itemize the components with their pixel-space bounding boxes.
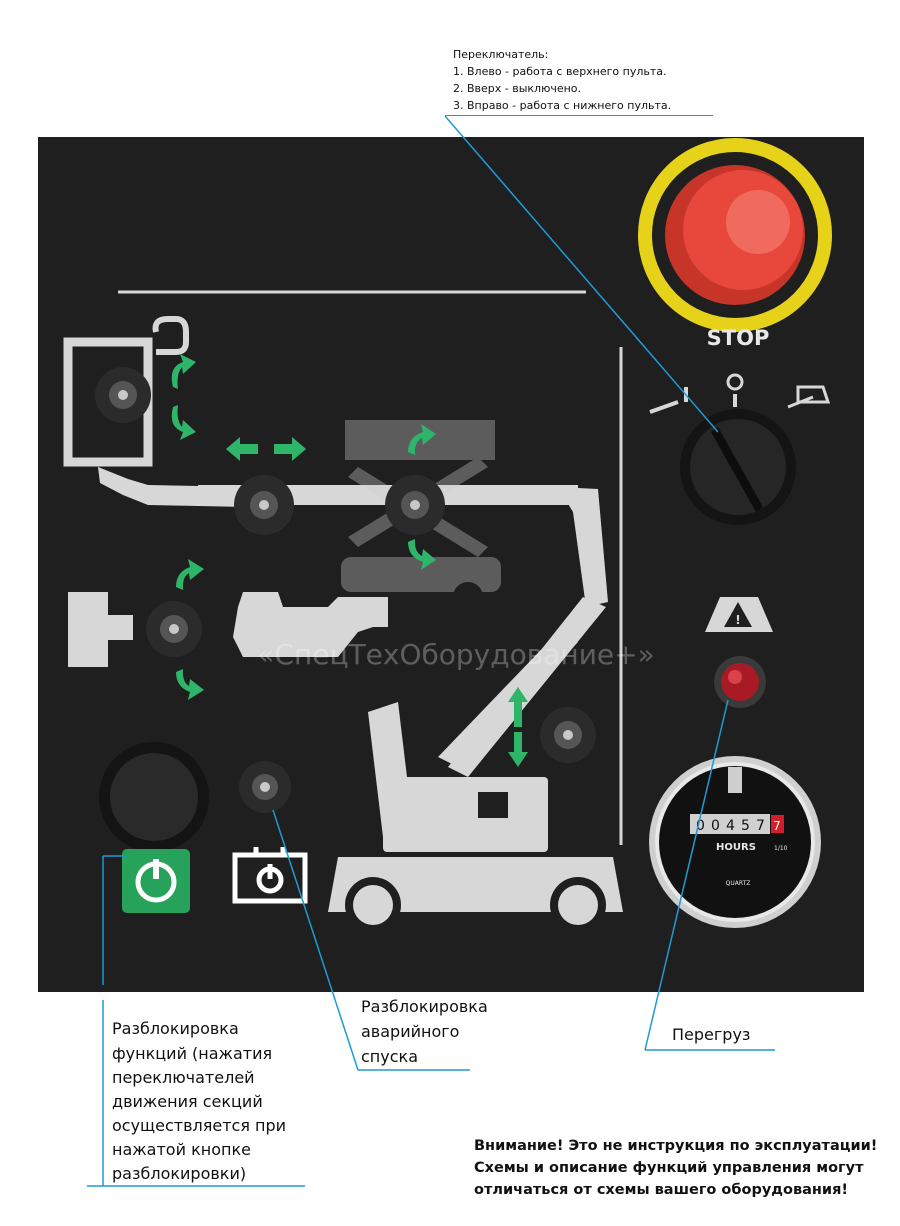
hour-digit-2: 0 bbox=[711, 818, 720, 834]
hour-digit-4: 5 bbox=[741, 818, 750, 834]
function-unlock-line-3: переключателей bbox=[112, 1068, 255, 1087]
disclaimer-line-1: Внимание! Это не инструкция по эксплуата… bbox=[474, 1138, 878, 1154]
hour-digit-tenth: 7 bbox=[773, 819, 781, 833]
switch-note-item-2: 2. Вверх - выключено. bbox=[453, 82, 582, 95]
battery-power-pictogram bbox=[232, 847, 308, 904]
hour-digit-1: 0 bbox=[696, 818, 705, 834]
function-unlock-line-7: разблокировки) bbox=[112, 1164, 247, 1183]
switch-note-title: Переключатель: bbox=[453, 48, 549, 61]
hours-label: HOURS bbox=[716, 842, 756, 853]
quartz-label: QUARTZ bbox=[726, 880, 751, 887]
overload-lamp bbox=[714, 656, 766, 708]
watermark: «СпецТехОборудование+» bbox=[257, 638, 654, 671]
disclaimer-line-2: Схемы и описание функций управления могу… bbox=[474, 1160, 864, 1176]
emergency-descent-line-1: Разблокировка bbox=[361, 997, 488, 1016]
hour-digit-5: 7 bbox=[756, 818, 765, 834]
function-unlock-line-5: осуществляется при bbox=[112, 1116, 287, 1135]
function-unlock-line-6: нажатой кнопке bbox=[112, 1140, 251, 1159]
emergency-descent-line-2: аварийного bbox=[361, 1022, 460, 1041]
boom-diagram bbox=[98, 467, 623, 933]
turntable-diagram bbox=[68, 592, 388, 667]
switch-note-underline bbox=[445, 115, 713, 116]
disclaimer-line-3: отличаться от схемы вашего оборудования! bbox=[474, 1182, 849, 1198]
control-panel: STOP ! bbox=[38, 137, 864, 992]
hour-meter bbox=[649, 756, 821, 928]
direction-arrows bbox=[171, 354, 528, 767]
svg-text:!: ! bbox=[735, 613, 740, 627]
disclaimer: Внимание! Это не инструкция по эксплуата… bbox=[474, 1135, 877, 1201]
function-unlock-line-2: функций (нажатия bbox=[112, 1044, 273, 1063]
panel-graphics: STOP ! bbox=[63, 138, 832, 933]
overload-pictogram: ! bbox=[705, 597, 773, 632]
mode-selector-switch bbox=[649, 373, 831, 525]
switch-note-item-3: 3. Вправо - работа с нижнего пульта. bbox=[453, 99, 672, 112]
function-unlock-line-1: Разблокировка bbox=[112, 1019, 239, 1038]
toggle-switches bbox=[95, 367, 596, 813]
overload-annotation: Перегруз bbox=[672, 1025, 751, 1044]
hour-digit-3: 4 bbox=[726, 818, 735, 834]
function-unlock-line-4: движения секций bbox=[112, 1092, 263, 1111]
stop-label: STOP bbox=[707, 326, 770, 350]
hours-fraction: 1/10 bbox=[774, 845, 788, 852]
emergency-descent-line-3: спуска bbox=[361, 1047, 418, 1066]
switch-note-item-1: 1. Влево - работа с верхнего пульта. bbox=[453, 65, 667, 78]
function-unlock-knob bbox=[99, 742, 209, 852]
stop-button bbox=[638, 138, 832, 332]
power-button-green bbox=[122, 849, 190, 913]
